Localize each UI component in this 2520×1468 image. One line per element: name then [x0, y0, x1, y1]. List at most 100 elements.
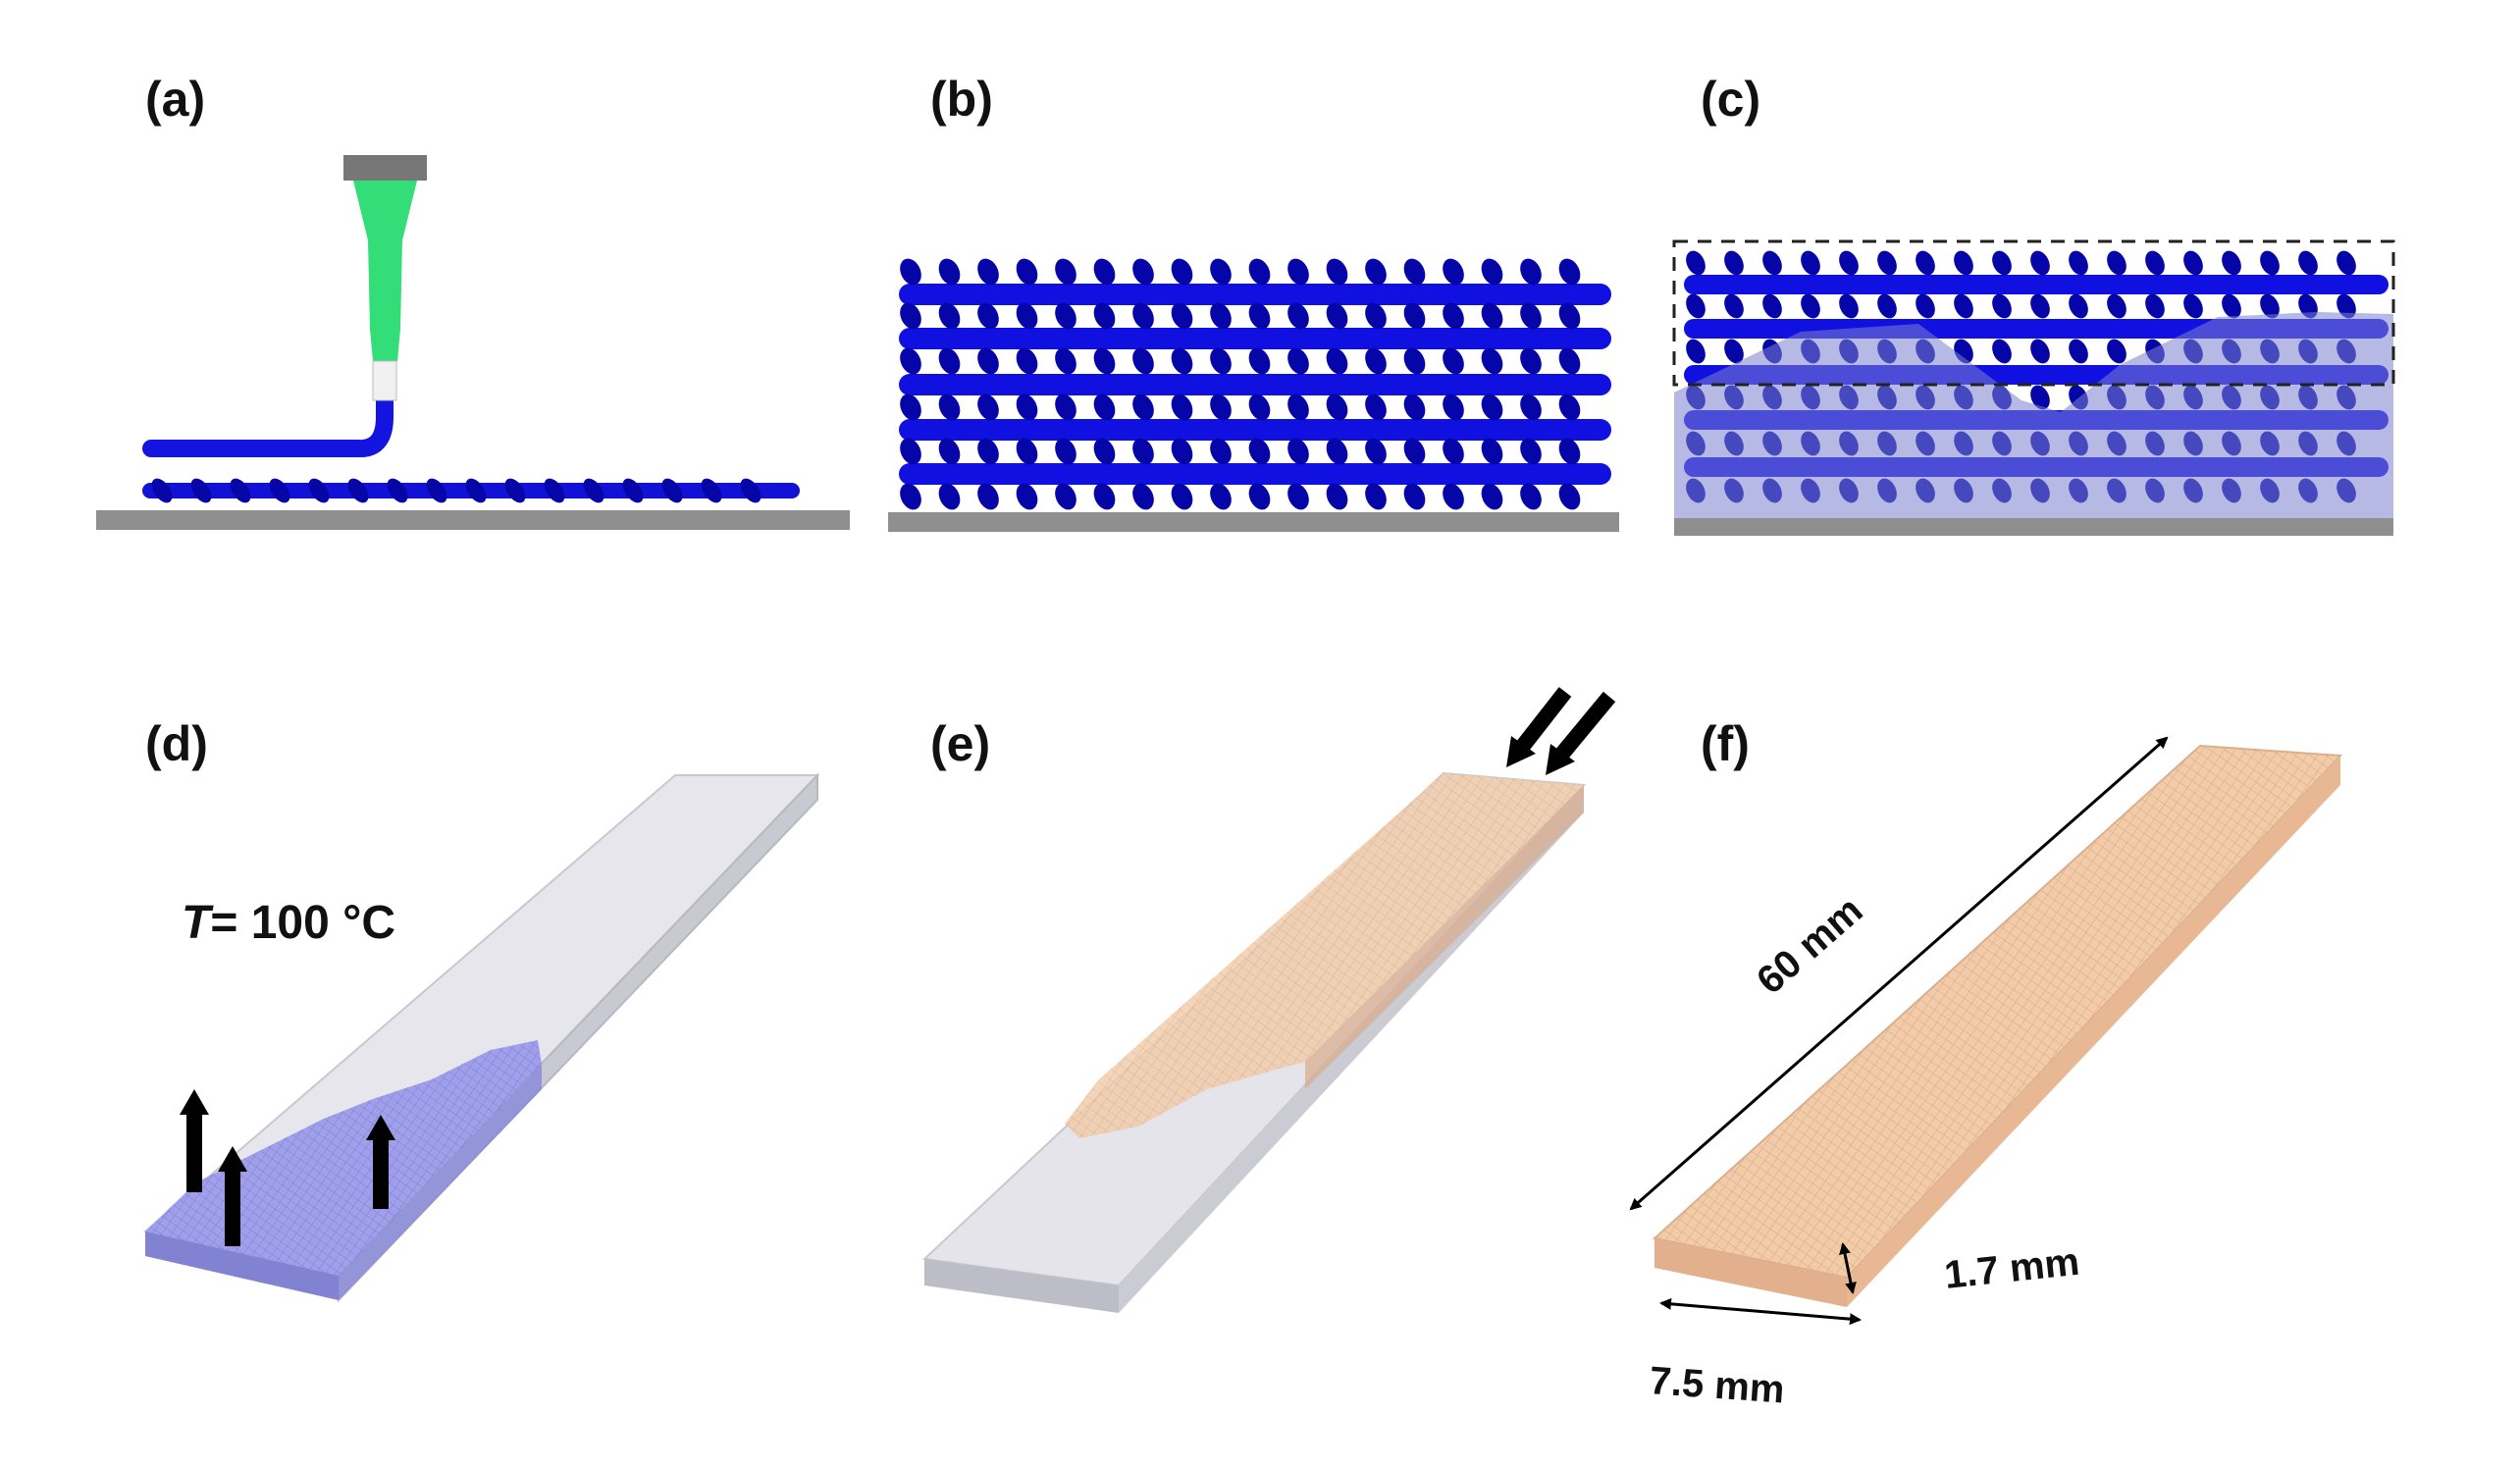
rod-end	[1443, 438, 1464, 465]
rod-end	[977, 302, 999, 330]
cross-filament	[544, 478, 565, 503]
panel-label-e: (e)	[930, 716, 990, 771]
rod-end	[1326, 258, 1348, 286]
rod-end	[2183, 250, 2203, 276]
thickness-dimension-line	[1839, 1242, 1857, 1294]
heat-arrows	[180, 1089, 395, 1246]
rod-end	[2336, 250, 2356, 276]
rod-end	[977, 258, 999, 286]
rod-end	[1403, 258, 1426, 286]
rod-end	[2030, 339, 2050, 364]
rod-end	[1055, 393, 1076, 421]
rod-end	[1171, 258, 1193, 286]
cross-filament	[504, 478, 526, 503]
rod-end	[1210, 258, 1232, 286]
rod-end	[1403, 302, 1426, 330]
rod-end	[1443, 393, 1464, 421]
heat-arrow-head	[218, 1146, 247, 1172]
rod-end	[1403, 438, 1426, 465]
rod-end	[1016, 393, 1038, 421]
rod-end	[1403, 393, 1426, 421]
rod-end	[1992, 250, 2012, 276]
rod-end	[1520, 438, 1542, 465]
rod-end	[1055, 438, 1076, 465]
rod-end	[1093, 302, 1116, 330]
rod-end	[1055, 258, 1076, 286]
nozzle-cap	[343, 155, 427, 181]
flow-arrow	[1555, 691, 1616, 760]
rod-end	[1287, 258, 1309, 286]
rod-end	[1248, 438, 1271, 465]
rod-end	[1171, 438, 1193, 465]
panel-e-front-face	[924, 1259, 1119, 1313]
rod-end	[900, 483, 921, 510]
length-dimension-line	[1629, 736, 2169, 1211]
rod-end	[1132, 438, 1154, 465]
rod-end	[1365, 393, 1387, 421]
rod-end	[900, 393, 921, 421]
rod-end	[1403, 483, 1426, 510]
rod-end	[1016, 347, 1038, 375]
rod-end	[1326, 347, 1348, 375]
panel-d-strip	[142, 772, 820, 1303]
rod-end	[1762, 250, 1782, 276]
rod-end	[1839, 293, 1859, 319]
horizontal-rod	[1684, 275, 2389, 294]
rod-end	[1287, 438, 1309, 465]
cross-filament	[622, 478, 644, 503]
panel-label-c: (c)	[1701, 72, 1760, 127]
nozzle-tip	[372, 360, 397, 401]
panel-b-lattice	[899, 258, 1611, 510]
rod-end	[1326, 302, 1348, 330]
cross-filament	[426, 478, 447, 503]
rod-end	[1287, 483, 1309, 510]
rod-end	[1481, 302, 1503, 330]
rod-end	[977, 393, 999, 421]
rod-end	[1248, 483, 1271, 510]
rod-end	[2030, 385, 2050, 410]
panel-a-cross-filaments	[151, 478, 761, 503]
rod-end	[2222, 293, 2241, 319]
rod-end	[1992, 339, 2012, 364]
rod-end	[2260, 293, 2280, 319]
panel-a-substrate	[96, 510, 850, 530]
width-dimension-line	[1659, 1297, 1862, 1326]
rod-end	[1055, 347, 1076, 375]
panel-c-infill	[1674, 312, 2393, 518]
cross-filament	[347, 478, 369, 503]
rod-end	[1481, 393, 1503, 421]
rod-end	[900, 302, 921, 330]
rod-end	[1132, 258, 1154, 286]
rod-end	[1248, 347, 1271, 375]
heat-arrow-head	[366, 1115, 395, 1140]
rod-end	[900, 347, 921, 375]
horizontal-rod	[899, 463, 1611, 485]
rod-end	[1016, 302, 1038, 330]
thickness-label: 1.7 mm	[1942, 1240, 2081, 1297]
rod-end	[1365, 258, 1387, 286]
rod-end	[1326, 438, 1348, 465]
rod-end	[1916, 293, 1935, 319]
rod-end	[1210, 483, 1232, 510]
rod-end	[1210, 438, 1232, 465]
panel-b-substrate	[888, 512, 1619, 532]
rod-end	[1055, 302, 1076, 330]
rod-end	[1558, 393, 1581, 421]
rod-end	[2183, 293, 2203, 319]
rod-end	[1365, 302, 1387, 330]
rod-end	[1171, 393, 1193, 421]
rod-end	[1686, 293, 1706, 319]
rod-end	[1877, 293, 1897, 319]
rod-end	[1481, 258, 1503, 286]
rod-end	[1016, 483, 1038, 510]
rod-end	[1520, 258, 1542, 286]
temperature-symbol: T	[182, 897, 214, 949]
rod-end	[2107, 293, 2126, 319]
heat-arrow-head	[180, 1089, 209, 1115]
rod-end	[1558, 483, 1581, 510]
rod-end	[1954, 250, 1973, 276]
rod-end	[1055, 483, 1076, 510]
rod-end	[1287, 393, 1309, 421]
rod-end	[1801, 250, 1820, 276]
